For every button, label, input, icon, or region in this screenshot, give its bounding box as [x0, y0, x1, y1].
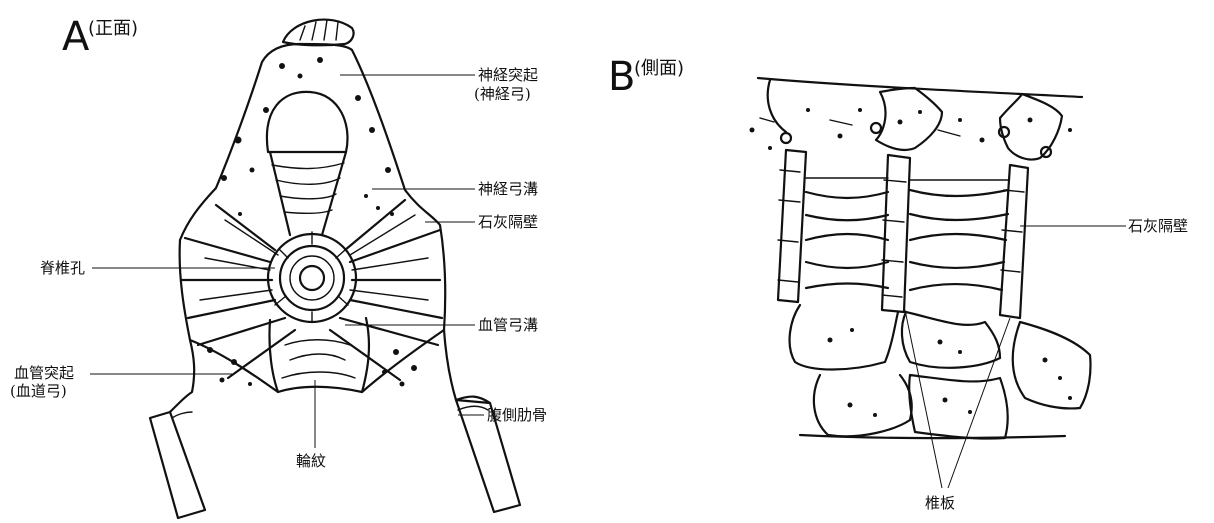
panel-a-letter: A — [62, 14, 90, 60]
label-calcified-septa-a: 石灰隔壁 — [478, 213, 538, 231]
label-neural-spine: 神経突起 — [478, 66, 538, 84]
label-ventral-rib: 腹側肋骨 — [487, 406, 547, 424]
panel-a-drawing — [150, 20, 520, 518]
label-haemal-spine: 血管突起 — [14, 364, 74, 382]
label-neural-arch-groove: 神経弓溝 — [478, 180, 538, 198]
label-neural-arch: (神経弓) — [474, 85, 531, 103]
label-calcified-septa-b: 石灰隔壁 — [1128, 217, 1188, 235]
panel-b-letter: B — [608, 54, 635, 100]
label-centra: 椎板 — [925, 494, 955, 512]
panel-b-drawing — [750, 78, 1091, 488]
label-growth-rings: 輪紋 — [296, 452, 326, 470]
label-haemal-arch-groove: 血管弓溝 — [478, 316, 538, 334]
panel-a-leaders — [90, 75, 484, 448]
panel-b-subtitle: (側面) — [634, 58, 684, 79]
label-haemal-arch: (血道弓) — [10, 382, 67, 400]
label-vertebral-foramen: 脊椎孔 — [40, 259, 85, 277]
panel-a-subtitle: (正面) — [88, 18, 138, 39]
